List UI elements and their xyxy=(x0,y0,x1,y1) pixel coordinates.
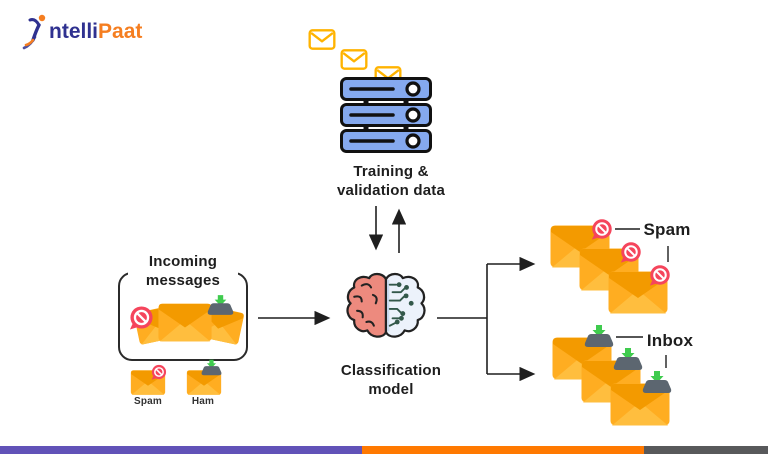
legend-ham-label: Ham xyxy=(191,396,215,407)
training-data-label: Training & validation data xyxy=(336,163,446,200)
legend-spam-label: Spam xyxy=(133,396,163,407)
spam-output-label: Spam xyxy=(643,220,691,239)
logo-text-prefix: ntelli xyxy=(49,19,99,43)
incoming-messages-title: Incoming messages xyxy=(128,252,238,291)
logo-text: ntelliPaat xyxy=(49,21,142,42)
brain-icon xyxy=(346,272,426,338)
footer-bar-gray xyxy=(644,446,768,454)
footer-bar-purple xyxy=(0,446,362,454)
intellipaat-logo: ntelliPaat xyxy=(22,12,142,50)
server-stack-icon xyxy=(340,77,432,153)
logo-text-suffix: Paat xyxy=(98,19,143,43)
classification-model-label: Classification model xyxy=(340,362,442,399)
inbox-output-label: Inbox xyxy=(646,331,694,350)
logo-person-icon xyxy=(22,14,46,50)
footer-bar-orange xyxy=(362,446,644,454)
